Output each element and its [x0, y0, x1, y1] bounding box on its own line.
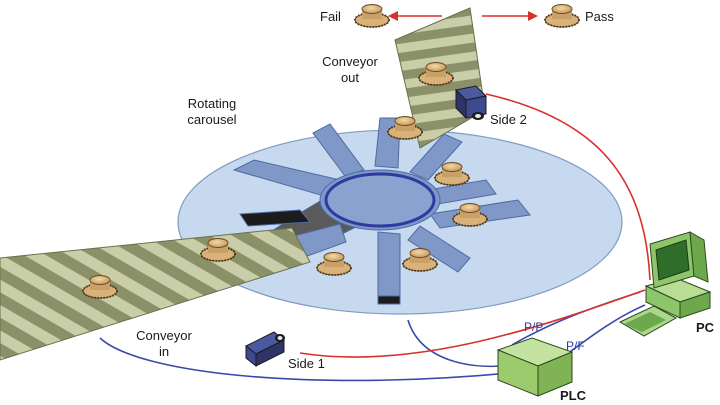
- side1-label: Side 1: [288, 356, 325, 371]
- conveyor-in-belt: [0, 227, 311, 361]
- cap-icon: [544, 3, 580, 28]
- carousel-hub-ring: [324, 172, 436, 228]
- red-wire-side1: [299, 289, 646, 358]
- cap-icon: [354, 3, 390, 28]
- pass-fail-arrows: [388, 11, 538, 21]
- computer-icon: [618, 231, 712, 337]
- blue-wire-pp: [511, 291, 641, 346]
- rotating-carousel-label-line1: Rotating: [188, 96, 236, 111]
- conveyor-out-label-line1: Conveyor: [322, 54, 378, 69]
- pp-label: P/P: [524, 320, 543, 334]
- blue-wire-left: [99, 337, 521, 382]
- plc-box-icon: [496, 337, 574, 397]
- red-wire-side2: [485, 93, 651, 281]
- pc-label: PC: [696, 320, 715, 335]
- plc-label: PLC: [560, 388, 587, 403]
- rotating-carousel-label-line2: carousel: [187, 112, 236, 127]
- camera-icon: [454, 85, 488, 120]
- conveyor-in-label-line1: Conveyor: [136, 328, 192, 343]
- camera-icon: [245, 331, 285, 368]
- conveyor-in-label-line2: in: [159, 344, 169, 359]
- pass-label: Pass: [585, 9, 614, 24]
- conveyor-out-label-line2: out: [341, 70, 359, 85]
- fail-label: Fail: [320, 9, 341, 24]
- side2-label: Side 2: [490, 112, 527, 127]
- pf-label: P/F: [566, 339, 585, 353]
- wires: [99, 93, 651, 382]
